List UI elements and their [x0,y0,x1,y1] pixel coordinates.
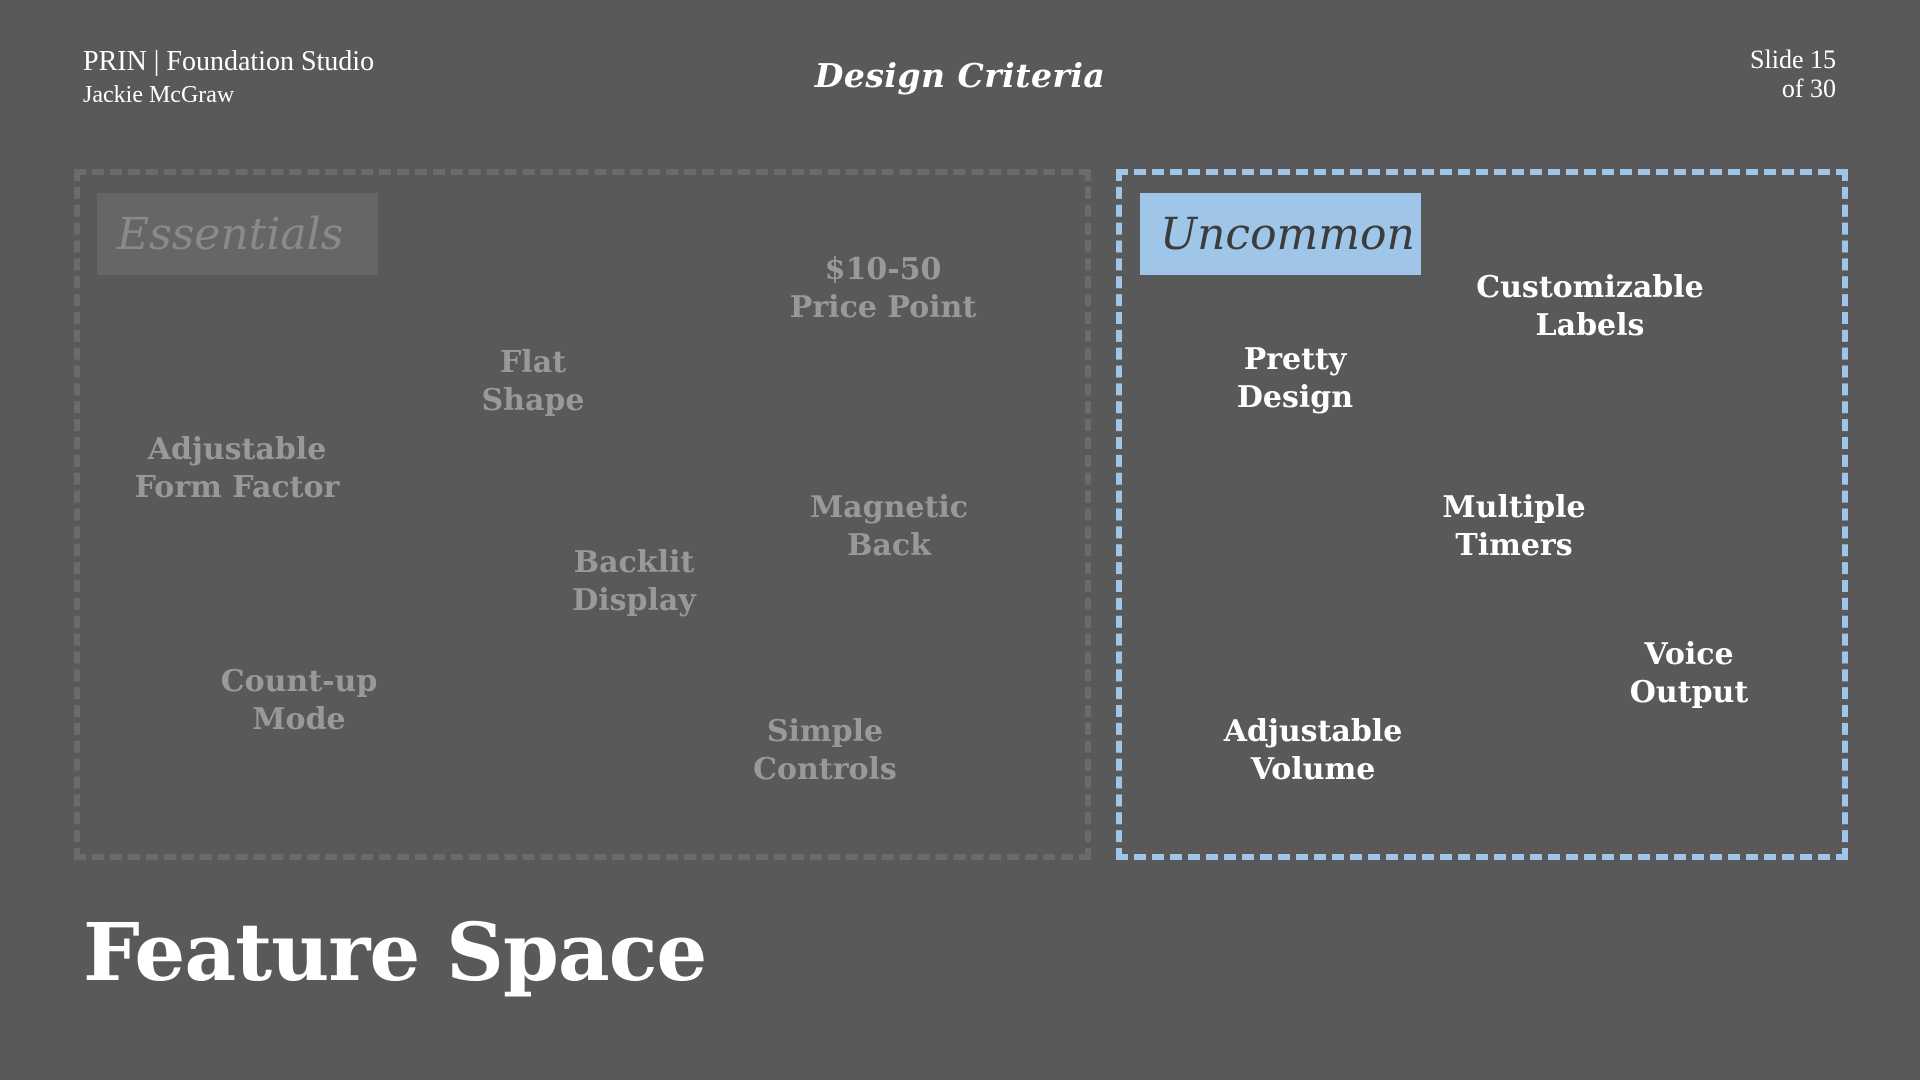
uncommon-panel [1116,169,1848,860]
essentials-tag: Essentials [97,193,378,275]
section-heading: Design Criteria [814,56,1106,95]
feature-voice-output: Voice Output [1629,637,1749,710]
feature-magnetic-back: Magnetic Back [809,490,969,563]
feature-adjustable-volume: Adjustable Volume [1223,714,1403,787]
feature-simple-controls: Simple Controls [753,714,897,787]
uncommon-tag: Uncommon [1140,193,1421,275]
course-title: PRIN | Foundation Studio [83,46,375,77]
author-name: Jackie McGraw [83,81,235,108]
feature-backlit-display: Backlit Display [572,545,696,618]
slide-number: Slide 15 [1750,45,1836,74]
feature-flat-shape: Flat Shape [481,345,585,418]
feature-adjustable-form-factor: Adjustable Form Factor [134,432,340,505]
essentials-panel [74,169,1091,860]
feature-price-point: $10-50 Price Point [789,252,977,325]
feature-customizable-labels: Customizable Labels [1476,270,1704,343]
slide-title: Feature Space [83,905,707,999]
slide-counter: Slide 15 of 30 [1750,45,1836,103]
feature-count-up-mode: Count-up Mode [220,664,378,737]
header-left: PRIN | Foundation Studio Jackie McGraw [83,45,374,109]
slide-total: of 30 [1781,74,1836,104]
feature-multiple-timers: Multiple Timers [1442,490,1586,563]
feature-pretty-design: Pretty Design [1236,342,1354,415]
